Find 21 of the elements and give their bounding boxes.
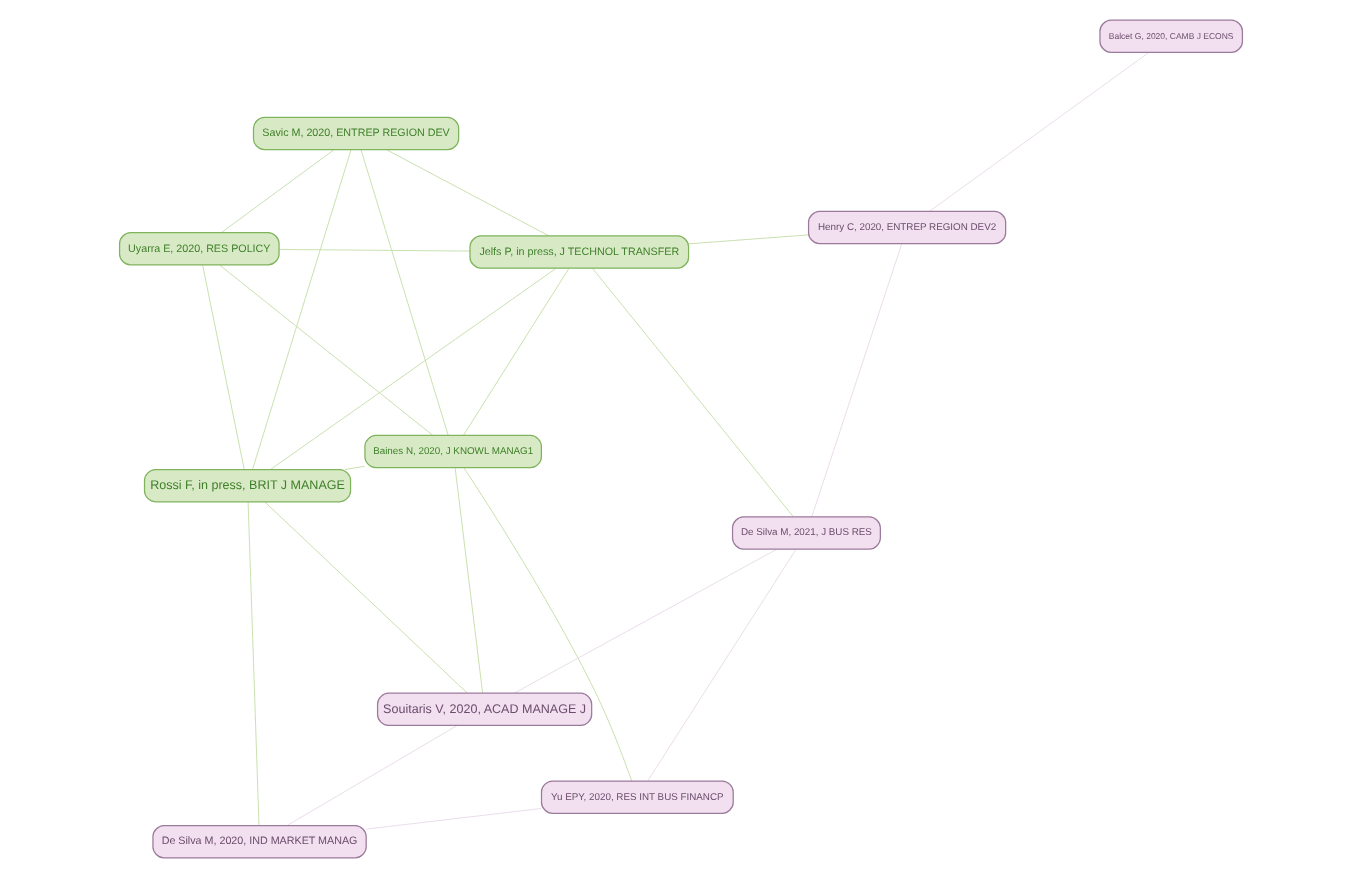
connector: [202, 264, 245, 470]
connector: [365, 808, 542, 830]
connector: [264, 501, 468, 694]
connector: [247, 501, 260, 826]
connector: [454, 467, 484, 694]
connector: [278, 248, 471, 252]
connector: [386, 149, 550, 237]
connector: [647, 548, 797, 782]
connector: [463, 267, 570, 436]
connector: [220, 149, 335, 234]
connector: [252, 149, 352, 470]
connector: [344, 465, 366, 470]
connector: [286, 725, 458, 827]
connector: [688, 234, 809, 245]
connector: [592, 267, 794, 518]
connector: [811, 243, 903, 518]
connector: [513, 548, 778, 694]
connector: [929, 51, 1150, 212]
connector: [360, 149, 449, 436]
connector: [463, 467, 633, 782]
connector: [219, 264, 434, 436]
